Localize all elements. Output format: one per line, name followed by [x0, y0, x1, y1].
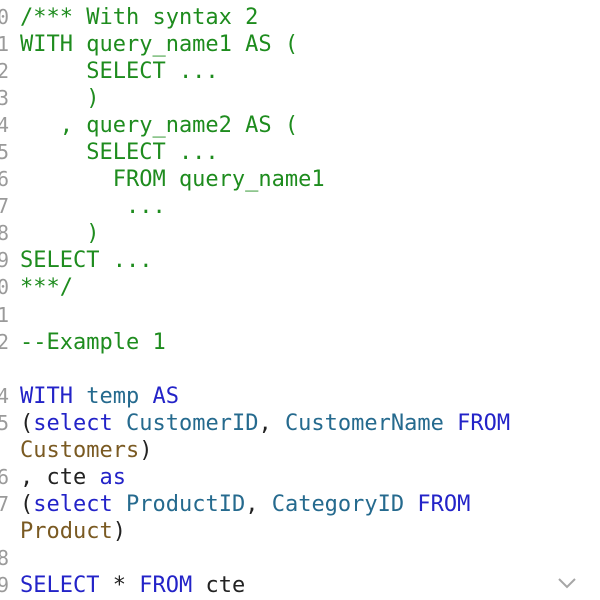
code-token: CategoryID [271, 492, 405, 517]
code-line[interactable]: (select ProductID, CategoryID FROM [20, 491, 470, 518]
code-token: ) [112, 519, 126, 544]
line-number: 4 [0, 113, 9, 137]
line-number: 6 [0, 465, 9, 489]
code-token: , query_name2 AS ( [20, 113, 299, 138]
code-token [113, 492, 126, 517]
code-token: ***/ [20, 275, 73, 300]
code-token: SELECT ... [20, 140, 219, 165]
code-token: select [33, 492, 113, 517]
code-line[interactable]: ... [20, 193, 166, 220]
code-line[interactable]: FROM query_name1 [20, 166, 325, 193]
code-token: ... [20, 194, 166, 219]
line-number: 1 [0, 32, 9, 56]
code-token: , [258, 411, 285, 436]
line-number: 1 [0, 303, 9, 327]
code-token: ) [139, 438, 153, 463]
code-token: select [33, 411, 113, 436]
code-token: FROM [139, 573, 193, 598]
code-token [139, 384, 152, 409]
code-line[interactable]: , query_name2 AS ( [20, 112, 298, 139]
line-number: 0 [0, 275, 9, 299]
code-token: SELECT ... [20, 248, 153, 273]
code-token: WITH [20, 384, 73, 409]
code-token: /*** With syntax 2 [20, 5, 259, 30]
code-token: ( [20, 492, 34, 517]
code-token: ( [20, 411, 34, 436]
code-token: FROM [417, 492, 471, 517]
line-number-gutter: 0 1 2 3 4 5 6 7 8 9 0 1 2 4 5 6 7 8 9 [0, 0, 14, 600]
code-line[interactable]: WITH query_name1 AS ( [20, 31, 298, 58]
code-token [444, 411, 457, 436]
line-number: 8 [0, 546, 9, 570]
line-number: 0 [0, 5, 9, 29]
line-number: 5 [0, 411, 9, 435]
line-number: 2 [0, 59, 9, 83]
code-token: CustomerID [125, 411, 259, 436]
line-number: 9 [0, 573, 9, 597]
code-token: SELECT [20, 573, 100, 598]
chevron-down-icon[interactable] [556, 572, 578, 589]
code-line[interactable]: SELECT ... [20, 247, 152, 274]
code-token: * [99, 573, 140, 598]
code-line[interactable]: ***/ [20, 274, 73, 301]
code-line[interactable]: ) [20, 220, 99, 247]
line-number: 8 [0, 221, 9, 245]
line-number: 7 [0, 194, 9, 218]
code-line[interactable]: Product) [20, 518, 126, 545]
code-line[interactable]: --Example 1 [20, 329, 166, 356]
line-number: 6 [0, 167, 9, 191]
line-number: 4 [0, 384, 9, 408]
code-token [113, 411, 126, 436]
code-line[interactable]: WITH temp AS [20, 383, 179, 410]
code-token: temp [86, 384, 140, 409]
line-number: 9 [0, 248, 9, 272]
code-token: , cte [20, 465, 100, 490]
code-line[interactable]: Customers) [20, 437, 152, 464]
code-token: --Example 1 [20, 330, 166, 355]
code-line[interactable]: SELECT ... [20, 58, 219, 85]
code-line[interactable]: (select CustomerID, CustomerName FROM [20, 410, 510, 437]
code-token: ) [20, 86, 100, 111]
code-token: WITH query_name1 AS ( [20, 32, 299, 57]
code-token: SELECT ... [20, 59, 219, 84]
code-token: , [245, 492, 272, 517]
code-token: FROM query_name1 [20, 167, 325, 192]
code-line[interactable]: SELECT * FROM cte [20, 572, 245, 599]
line-number: 3 [0, 86, 9, 110]
code-line[interactable]: /*** With syntax 2 [20, 4, 258, 31]
code-token: AS [152, 384, 179, 409]
code-line[interactable]: SELECT ... [20, 139, 219, 166]
code-token: as [99, 465, 126, 490]
line-number: 2 [0, 330, 9, 354]
code-line[interactable]: , cte as [20, 464, 126, 491]
code-token: Product [20, 519, 113, 544]
code-token: ProductID [125, 492, 246, 517]
code-token: ) [20, 221, 100, 246]
code-token: cte [192, 573, 246, 598]
line-number: 5 [0, 140, 9, 164]
code-token [73, 384, 86, 409]
code-token: FROM [457, 411, 511, 436]
code-token [404, 492, 417, 517]
line-number: 7 [0, 492, 9, 516]
code-token: Customers [20, 438, 140, 463]
code-token: CustomerName [284, 411, 444, 436]
code-line[interactable]: ) [20, 85, 99, 112]
